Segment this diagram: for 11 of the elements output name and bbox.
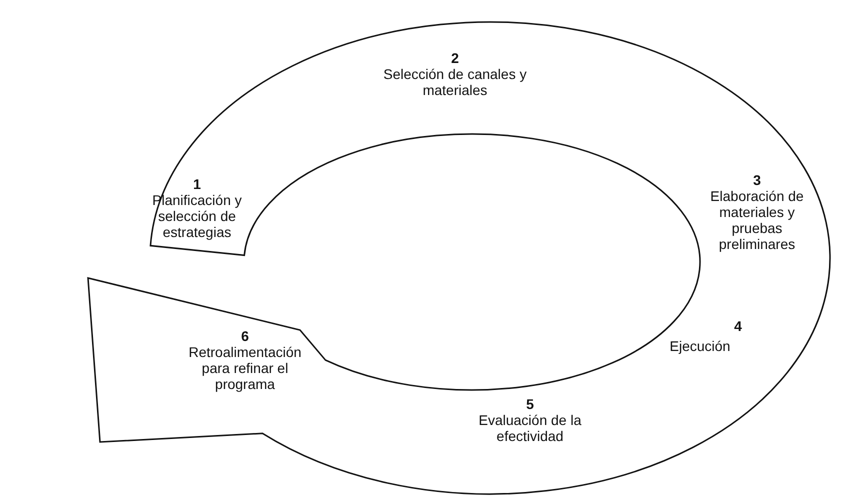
step-label: Ejecución — [668, 338, 732, 354]
step-label: Elaboración de materiales y pruebas preliminares — [709, 188, 805, 252]
step-label: Evaluación de la efectividad — [478, 412, 582, 444]
step-label: Retroalimentación para refinar el programa — [188, 344, 302, 392]
step-number: 2 — [450, 50, 460, 66]
step-label: Selección de canales y materiales — [382, 66, 528, 98]
step-number: 3 — [752, 172, 762, 188]
step-number: 1 — [192, 176, 202, 192]
step-number: 4 — [733, 318, 743, 334]
step-number: 5 — [525, 396, 535, 412]
step-number: 6 — [240, 328, 250, 344]
